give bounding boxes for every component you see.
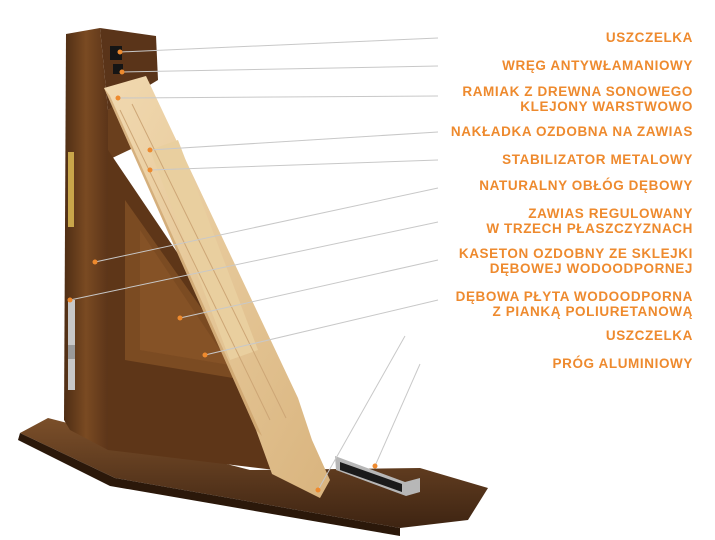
label-line: RAMIAK Z DREWNA SONOWEGO bbox=[462, 84, 693, 99]
leader-line bbox=[204, 299, 439, 356]
label-line: USZCZELKA bbox=[605, 30, 693, 45]
label-line: W TRZECH PŁASZCZYZNACH bbox=[486, 221, 693, 236]
leader-marker bbox=[372, 463, 378, 469]
leader-marker bbox=[147, 167, 153, 173]
leader-line bbox=[94, 187, 439, 263]
label-line: NAKŁADKA OZDOBNA NA ZAWIAS bbox=[450, 124, 693, 139]
leader-line bbox=[119, 37, 439, 53]
leader-line bbox=[121, 65, 439, 73]
leader-line bbox=[117, 95, 439, 99]
leader-lines bbox=[67, 37, 439, 493]
leader-marker bbox=[315, 487, 321, 493]
label-seal-top: USZCZELKA bbox=[606, 30, 693, 45]
label-aluminium-threshold: PRÓG ALUMINIOWY bbox=[553, 356, 694, 371]
leader-line bbox=[69, 221, 439, 301]
leader-line bbox=[149, 131, 439, 151]
label-line: KLEJONY WARSTWOWO bbox=[520, 99, 693, 114]
leader-marker bbox=[67, 297, 73, 303]
pine-frame-section bbox=[104, 76, 330, 498]
label-line: DĘBOWA PŁYTA WODOODPORNA bbox=[455, 289, 693, 304]
label-line: Z PIANKĄ POLIURETANOWĄ bbox=[492, 304, 693, 319]
leader-marker bbox=[92, 259, 98, 265]
label-anti-burglary-rebate: WRĘG ANTYWŁAMANIOWY bbox=[502, 58, 693, 73]
leader-line bbox=[374, 363, 421, 467]
label-oak-casing: NATURALNY OBŁÓG DĘBOWY bbox=[479, 178, 693, 193]
label-line: WRĘG ANTYWŁAMANIOWY bbox=[502, 58, 693, 73]
label-hinge-cover: NAKŁADKA OZDOBNA NA ZAWIAS bbox=[451, 124, 693, 139]
leader-line bbox=[317, 335, 406, 491]
aluminium-threshold-part bbox=[335, 456, 420, 496]
top-seal-part bbox=[110, 46, 123, 74]
leader-line bbox=[179, 259, 439, 319]
label-metal-stabilizer: STABILIZATOR METALOWY bbox=[502, 152, 693, 167]
label-line: DĘBOWEJ WODOODPORNEJ bbox=[489, 261, 693, 276]
leader-marker bbox=[177, 315, 183, 321]
leader-marker bbox=[202, 352, 208, 358]
leader-marker bbox=[119, 69, 125, 75]
leader-marker bbox=[117, 49, 123, 55]
label-line: KASETON OZDOBNY ZE SKLEJKI bbox=[458, 246, 693, 261]
hinge-part bbox=[68, 152, 75, 390]
label-line: STABILIZATOR METALOWY bbox=[502, 152, 693, 167]
label-line: ZAWIAS REGULOWANY bbox=[528, 206, 693, 221]
leader-marker bbox=[147, 147, 153, 153]
label-line: PRÓG ALUMINIOWY bbox=[552, 356, 693, 371]
oak-door-body bbox=[64, 28, 275, 470]
label-seal-bottom: USZCZELKA bbox=[606, 328, 693, 343]
leader-marker bbox=[115, 95, 121, 101]
label-line: USZCZELKA bbox=[605, 328, 693, 343]
label-line: NATURALNY OBŁÓG DĘBOWY bbox=[479, 178, 693, 193]
leader-line bbox=[149, 159, 439, 171]
